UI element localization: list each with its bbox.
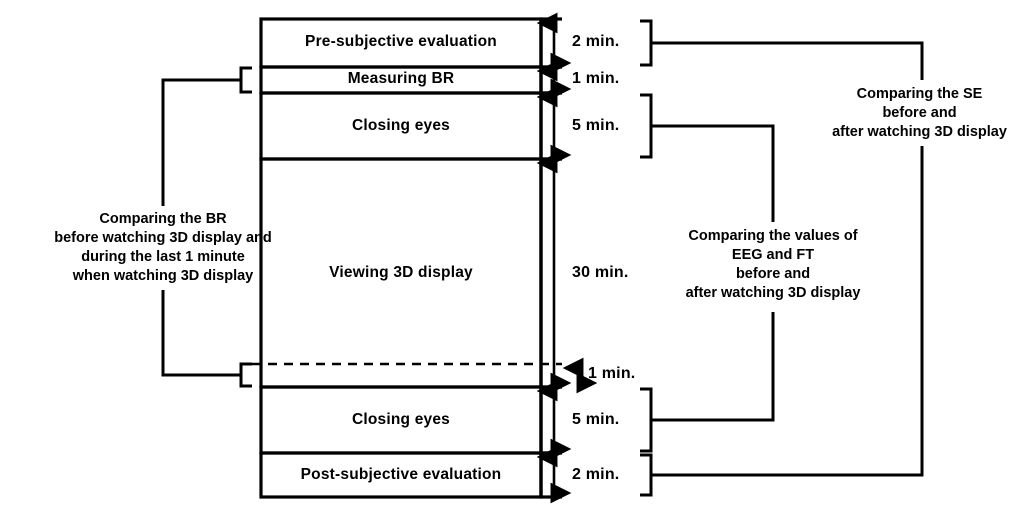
phase-label-post-subjective-evaluation: Post-subjective evaluation: [300, 466, 502, 483]
left-bracket-measuring-br: [239, 66, 252, 94]
comparing-se-note-line-3: after watching 3D display: [832, 123, 1007, 140]
comparing-se-note-line-2: before and: [882, 104, 957, 121]
phase-label-viewing-3d-display: Viewing 3D display: [329, 264, 473, 281]
duration-label-pre-subjective-evaluation: 2 min.: [572, 33, 620, 50]
phase-label-closing-eyes-pre: Closing eyes: [351, 117, 451, 134]
comparing-eeg-ft-note-line-2: EEG and FT: [731, 246, 815, 263]
left-connector-upper: [161, 78, 227, 206]
left-connector-lower: [161, 290, 227, 377]
comparing-br-note: Comparing the BR before watching 3D disp…: [33, 210, 293, 285]
phase-label-closing-eyes-post: Closing eyes: [351, 411, 451, 428]
comparing-eeg-ft-note: Comparing the values of EEG and FT befor…: [648, 227, 898, 302]
se-connector-group: [651, 41, 924, 477]
comparing-br-note-line-4: when watching 3D display: [72, 267, 254, 284]
left-bracket-last-minute: [239, 362, 252, 388]
comparing-eeg-ft-note-line-3: before and: [735, 265, 811, 282]
duration-box-mask: [562, 0, 662, 506]
se-connector-bottom: [651, 146, 924, 477]
eeg-ft-connector-group: [651, 124, 775, 422]
duration-label-post-subjective-evaluation: 2 min.: [572, 466, 620, 483]
eeg-ft-connector-bottom: [651, 312, 775, 422]
comparing-br-note-line-1: Comparing the BR: [99, 211, 227, 227]
comparing-br-note-line-3: during the last 1 minute: [81, 248, 245, 265]
se-connector-top: [651, 41, 924, 80]
duration-arrows: [536, 12, 598, 504]
comparing-br-note-line-2: before watching 3D display and: [54, 229, 272, 246]
duration-label-viewing-3d-display: 30 min.: [572, 264, 629, 281]
comparing-eeg-ft-note-line-1: Comparing the values of: [688, 228, 858, 244]
duration-label-measuring-br: 1 min.: [572, 70, 620, 87]
duration-label-last-minute-marker: 1 min.: [588, 365, 636, 382]
comparing-eeg-ft-note-line-4: after watching 3D display: [685, 284, 861, 301]
comparing-se-note: Comparing the SE before and after watchi…: [817, 85, 1022, 142]
phase-label-measuring-br: Measuring BR: [347, 70, 455, 87]
eeg-ft-connector-top: [651, 124, 775, 222]
left-connector-group: [161, 66, 252, 388]
duration-label-closing-eyes-post: 5 min.: [572, 411, 620, 428]
phase-label-pre-subjective-evaluation: Pre-subjective evaluation: [305, 33, 497, 50]
comparing-se-note-line-1: Comparing the SE: [856, 86, 983, 102]
duration-label-closing-eyes-pre: 5 min.: [572, 117, 620, 134]
